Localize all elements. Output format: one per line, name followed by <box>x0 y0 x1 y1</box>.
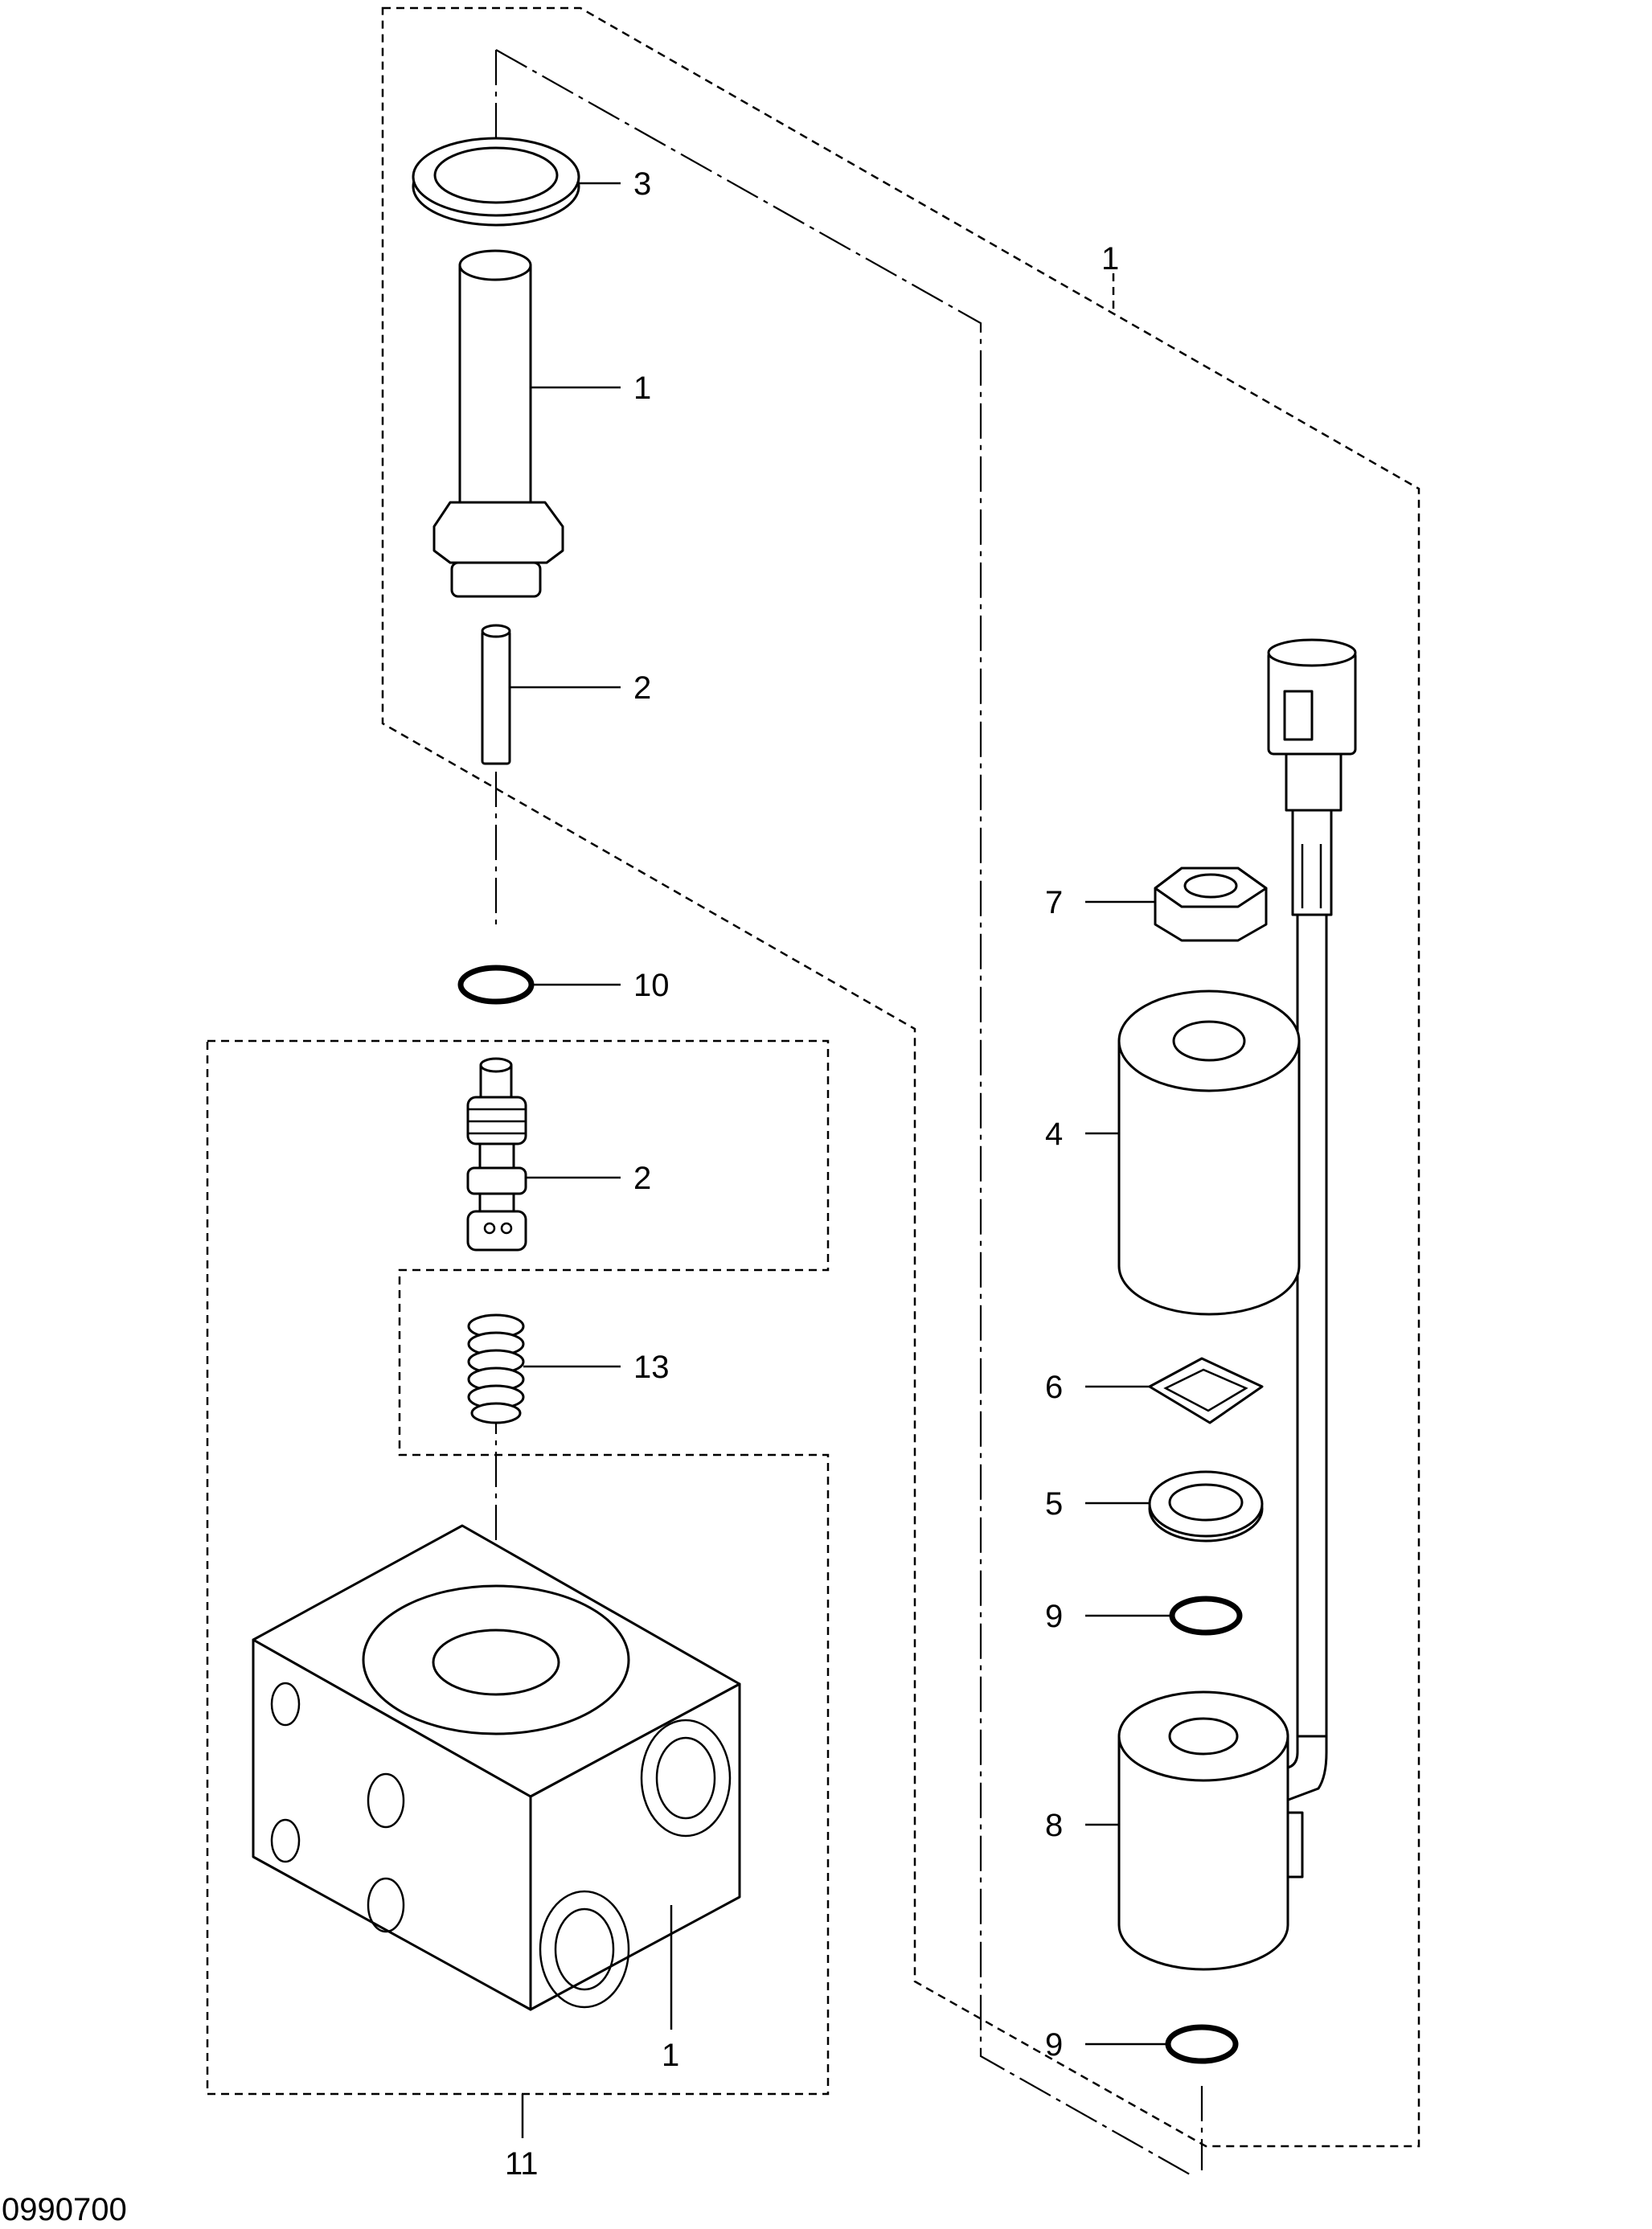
inner-chain-outline <box>495 49 1191 2175</box>
connector-cable-part <box>1267 638 1357 1879</box>
valve-block-part <box>252 1524 741 2011</box>
sleeve-part <box>432 249 564 598</box>
pin-part <box>481 624 511 765</box>
spring-washer-part <box>1148 1357 1264 1424</box>
kit-boundary-outline <box>381 6 1420 2148</box>
callout-flat-washer: 5 <box>1045 1486 1063 1522</box>
callout-spring: 13 <box>633 1350 670 1385</box>
callout-assembly-11: 11 <box>505 2146 539 2182</box>
spool-part <box>466 1057 527 1252</box>
callout-oring-9-upper: 9 <box>1045 1599 1063 1634</box>
callout-oring-10: 10 <box>633 968 670 1003</box>
callout-spring-washer: 6 <box>1045 1370 1063 1405</box>
callout-coil-4: 4 <box>1045 1117 1063 1152</box>
callout-pin: 2 <box>633 670 651 706</box>
spring-part <box>467 1313 525 1424</box>
oring-9-upper-part <box>1169 1596 1243 1636</box>
flat-washer-part <box>1148 1470 1264 1543</box>
subassembly-11-outline <box>206 1039 830 2096</box>
drawing-code: 0990700 <box>2 2192 127 2227</box>
coil-8-part <box>1117 1690 1289 1971</box>
callout-sleeve: 1 <box>633 371 651 406</box>
oring-10-part <box>457 965 535 1005</box>
hex-nut-part <box>1154 867 1268 942</box>
callout-nut: 7 <box>1045 885 1063 920</box>
callout-coil-8: 8 <box>1045 1808 1063 1843</box>
coil-4-part <box>1117 990 1301 1316</box>
callout-seal: 3 <box>633 166 651 202</box>
callout-spool: 2 <box>633 1161 651 1196</box>
callout-oring-9-lower: 9 <box>1045 2027 1063 2063</box>
callout-block: 1 <box>662 2038 679 2073</box>
oring-9-lower-part <box>1165 2024 1239 2064</box>
seal-ring-part <box>412 137 580 227</box>
callout-kit: 1 <box>1101 241 1119 277</box>
